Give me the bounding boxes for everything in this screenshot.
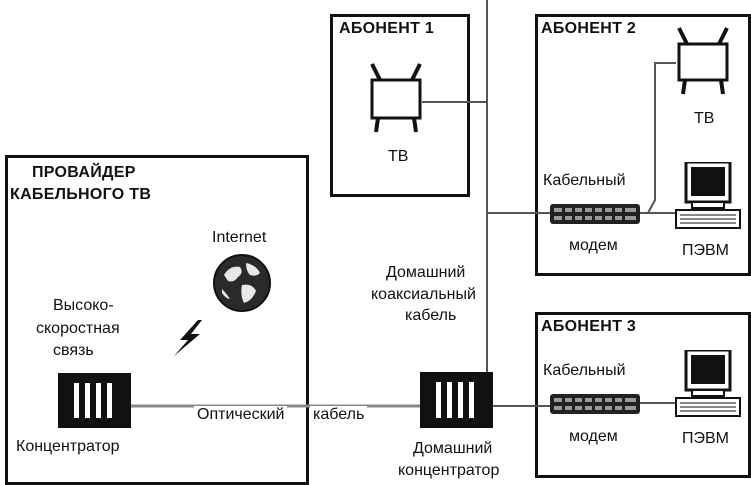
subscriber-3-title: АБОНЕНТ 3 <box>541 318 636 336</box>
subscriber-2-tv-label: ТВ <box>694 110 714 128</box>
home-hub-line1: Домашний <box>413 440 492 458</box>
subscriber-2-pc-label: ПЭВМ <box>682 242 729 260</box>
subscriber-2-modem-line1: Кабельный <box>543 172 626 190</box>
lightning-icon <box>170 318 206 358</box>
home-hub-icon <box>420 372 493 428</box>
high-speed-line1: Высоко- <box>53 297 114 315</box>
subscriber-3-pc-label: ПЭВМ <box>682 430 729 448</box>
optical-label-word2: кабель <box>310 406 367 424</box>
subscriber-3-modem-line2: модем <box>569 428 618 446</box>
modem2-to-tv2 <box>648 63 676 213</box>
cable-modem-icon <box>550 203 640 225</box>
home-hub-line2: концентратор <box>398 462 499 480</box>
optical-label-word1: Оптический <box>194 406 287 424</box>
subscriber-1-title: АБОНЕНТ 1 <box>339 20 434 38</box>
provider-hub-label: Концентратор <box>16 438 120 456</box>
internet-label: Internet <box>212 229 266 247</box>
provider-title-line1: ПРОВАЙДЕР <box>32 164 136 182</box>
subscriber-3-modem-line1: Кабельный <box>543 362 626 380</box>
home-cable-line1: Домашний <box>386 264 465 282</box>
provider-hub-icon <box>58 373 131 428</box>
subscriber-2-title: АБОНЕНТ 2 <box>541 20 636 38</box>
globe-icon <box>212 253 272 313</box>
tv-icon <box>673 24 733 98</box>
cable-modem-icon <box>550 393 640 415</box>
subscriber-2-modem-line2: модем <box>569 237 618 255</box>
home-cable-line2: коаксиальный <box>371 286 476 304</box>
high-speed-line3: связь <box>53 342 94 360</box>
tv-icon <box>366 60 426 136</box>
high-speed-line2: скоростная <box>36 320 120 338</box>
home-cable-line3: кабель <box>405 307 456 325</box>
computer-icon <box>674 350 742 422</box>
provider-title-line2: КАБЕЛЬНОГО ТВ <box>10 186 151 204</box>
subscriber-1-tv-label: ТВ <box>388 148 408 166</box>
computer-icon <box>674 162 742 234</box>
